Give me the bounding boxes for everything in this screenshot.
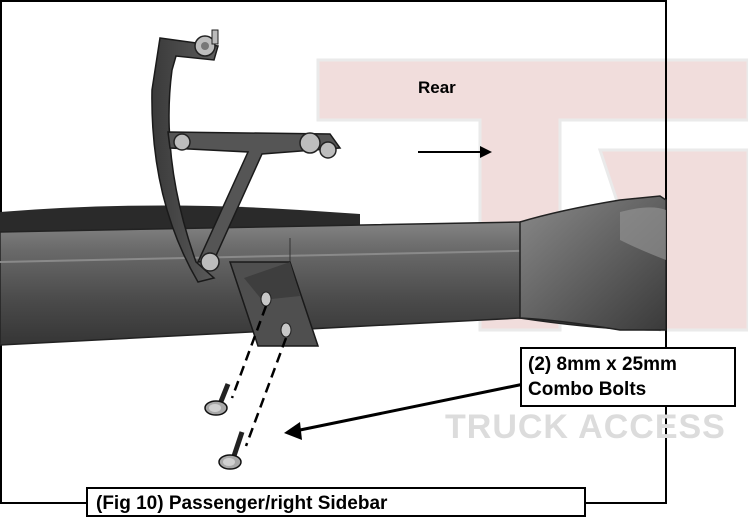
install-line-2 [244,337,288,447]
combo-bolt-1 [204,383,231,416]
rear-direction-label: Rear [418,78,456,97]
combo-bolt-2 [218,431,245,470]
diagram-canvas [0,0,748,504]
tube-highlight [0,249,561,263]
bracket-bolts [173,29,337,338]
watermark-text: TRUCK ACCESS [445,408,726,446]
figure-caption-box: (Fig 10) Passenger/right Sidebar [86,487,586,517]
rear-direction-arrow [418,146,492,158]
end-cap-highlight [620,207,666,260]
callout-pointer-arrow [284,382,525,440]
callout-line-1: (2) 8mm x 25mm [528,354,677,375]
bolt-callout-box: (2) 8mm x 25mm Combo Bolts [520,347,736,407]
callout-line-2: Combo Bolts [528,379,647,400]
install-line-1 [230,305,268,399]
